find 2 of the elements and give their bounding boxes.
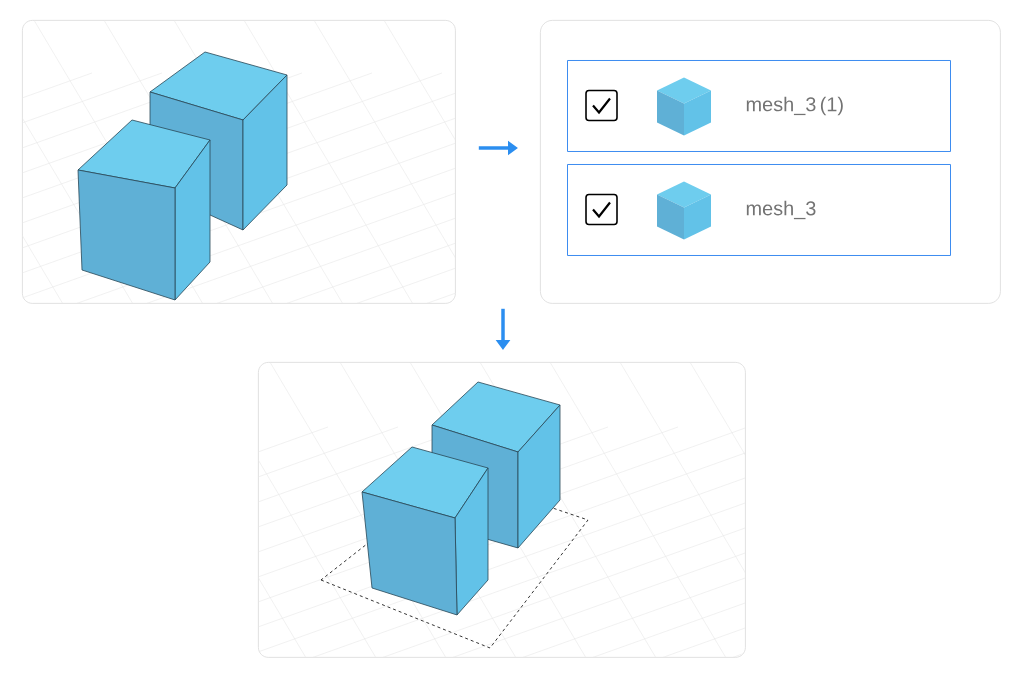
layer-row: mesh_3 [567, 164, 951, 256]
layer-row: mesh_3 (1) [567, 60, 951, 152]
